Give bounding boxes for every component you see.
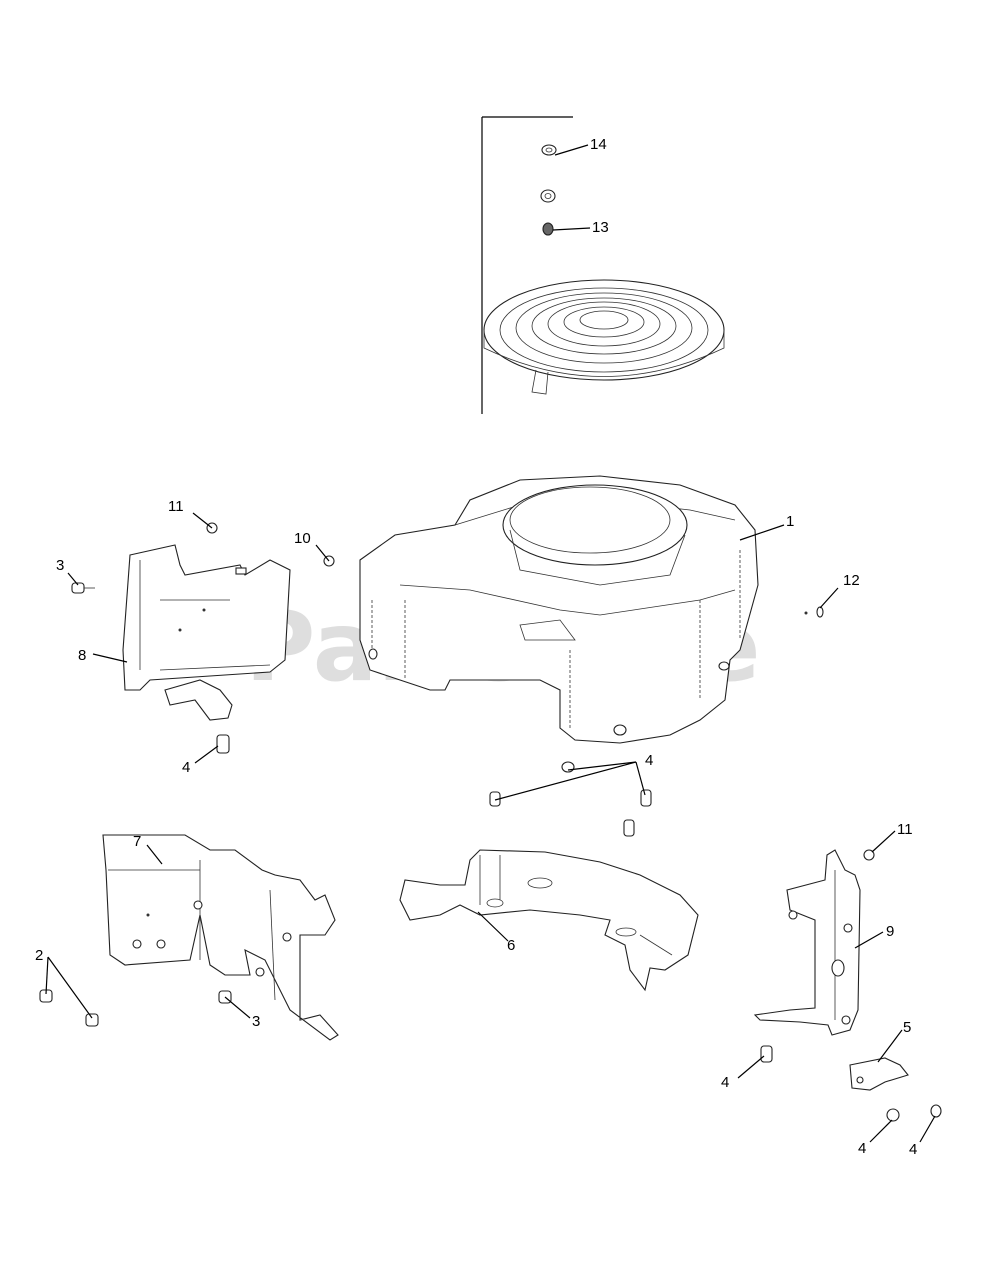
leader-lines <box>45 144 936 1143</box>
callout-10: 10 <box>294 530 311 547</box>
callout-4-left: 4 <box>182 759 190 776</box>
callout-8: 8 <box>78 647 86 664</box>
callout-13: 13 <box>592 219 609 236</box>
part-4-bolt-a <box>216 734 230 754</box>
callout-2: 2 <box>35 947 43 964</box>
part-1-blower-housing <box>359 475 759 744</box>
callout-6: 6 <box>507 937 515 954</box>
callout-14: 14 <box>590 136 607 153</box>
callout-4-center: 4 <box>645 752 653 769</box>
callout-labels: 14 13 1 12 10 11 3 8 4 4 7 2 3 6 11 9 5 … <box>35 136 917 1158</box>
callout-7: 7 <box>133 833 141 850</box>
callout-3-lower: 3 <box>252 1013 260 1030</box>
part-12-screw <box>804 606 824 618</box>
part-4-bolt-group <box>489 761 652 837</box>
rotating-screen <box>483 279 725 395</box>
part-washer <box>540 189 556 203</box>
part-11-screw-b <box>863 849 875 861</box>
callout-4-bottom-a: 4 <box>858 1140 866 1157</box>
part-3-screw-a <box>71 582 95 594</box>
callout-9: 9 <box>886 923 894 940</box>
part-5-clip <box>849 1057 909 1091</box>
part-8-shield <box>122 544 291 721</box>
callout-12: 12 <box>843 572 860 589</box>
part-7-bracket <box>102 834 339 1041</box>
callout-3-upper: 3 <box>56 557 64 574</box>
part-14-nut <box>541 144 557 156</box>
part-2-bolts <box>39 989 99 1027</box>
part-4-bolt-d <box>930 1104 942 1118</box>
callout-1: 1 <box>786 513 794 530</box>
part-13-screw <box>542 222 554 236</box>
part-4-bolt-b <box>760 1045 773 1063</box>
callout-11-upper: 11 <box>168 498 184 515</box>
part-6-baffle <box>399 849 699 992</box>
callout-5: 5 <box>903 1019 911 1036</box>
part-4-bolt-c <box>886 1108 900 1122</box>
callout-4-right: 4 <box>721 1074 729 1091</box>
part-9-bracket <box>753 849 861 1036</box>
callout-11-lower: 11 <box>897 821 913 838</box>
inset-bracket <box>481 116 573 414</box>
callout-4-bottom-b: 4 <box>909 1141 917 1158</box>
